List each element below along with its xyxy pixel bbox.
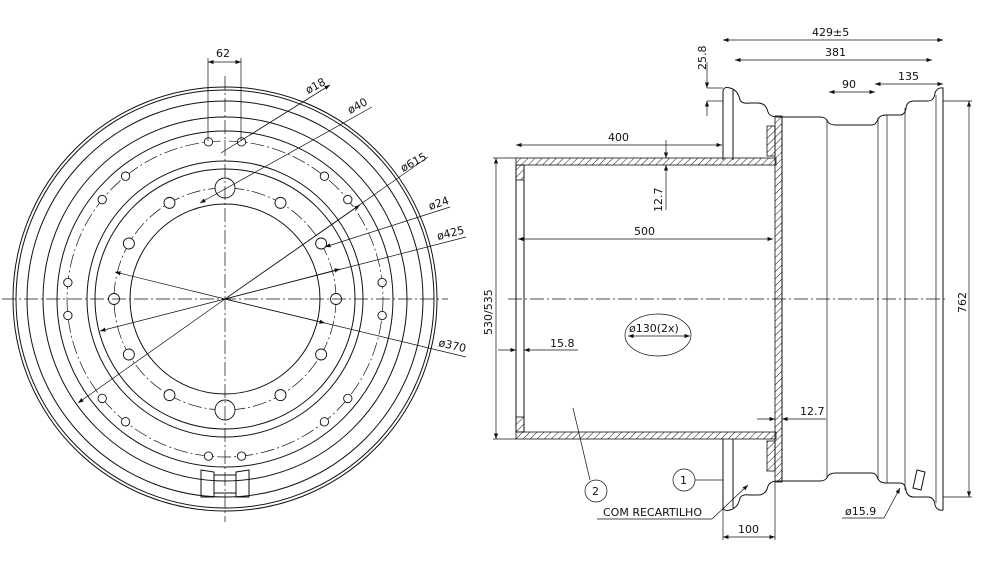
vent-hole-callout bbox=[624, 313, 692, 357]
dim-rim-width: 381 bbox=[825, 46, 846, 59]
dim-wall-thickness-top: 12.7 bbox=[652, 188, 665, 213]
dim-bolt-spacing: 62 bbox=[216, 47, 230, 60]
outer-bolt-holes bbox=[63, 137, 387, 461]
bolt-hole bbox=[343, 194, 353, 205]
dim-inner-hole: ø24 bbox=[427, 194, 451, 213]
balloon-1-label: 1 bbox=[680, 474, 687, 487]
bolt-hole bbox=[63, 310, 73, 321]
dim-ring-thickness: 15.8 bbox=[550, 337, 575, 350]
dim-flange-height: 25.8 bbox=[696, 46, 709, 71]
dim-offset: 100 bbox=[738, 523, 759, 536]
rim-profile bbox=[722, 87, 944, 511]
dim-large-hole: ø40 bbox=[345, 95, 369, 116]
dim-center-bore: ø370 bbox=[437, 336, 467, 355]
dim-vent-holes: ø130(2x) bbox=[629, 322, 679, 335]
inner-hole bbox=[315, 348, 328, 361]
inner-hole bbox=[274, 389, 287, 402]
dim-outer-bolt-circle: ø615 bbox=[398, 150, 429, 174]
side-view: 429±5 381 25.8 90 135 400 12.7 500 530/5… bbox=[482, 26, 972, 540]
hub-wall-bottom bbox=[515, 431, 777, 440]
wheel-disc bbox=[774, 115, 783, 483]
inner-hole bbox=[315, 237, 328, 250]
dim-outer-seat: 135 bbox=[898, 70, 919, 83]
bolt-hole bbox=[236, 137, 247, 147]
bolt-hole bbox=[120, 417, 131, 427]
valve bbox=[912, 469, 926, 491]
bolt-hole bbox=[63, 277, 73, 288]
inner-hole bbox=[274, 196, 287, 209]
inner-hole bbox=[122, 237, 135, 250]
bolt-hole bbox=[377, 277, 387, 288]
bolt-hole bbox=[319, 171, 330, 181]
bolt-hole bbox=[343, 393, 353, 404]
inner-hole bbox=[163, 196, 176, 209]
valve-notch bbox=[200, 469, 250, 498]
dim-hub-length: 400 bbox=[608, 131, 629, 144]
bolt-hole bbox=[236, 451, 247, 461]
inner-hole bbox=[163, 389, 176, 402]
bolt-hole bbox=[97, 194, 107, 205]
bolt-hole bbox=[203, 137, 214, 147]
dim-well-width: 90 bbox=[842, 78, 856, 91]
balloon-2-label: 2 bbox=[592, 485, 599, 498]
inner-hole bbox=[122, 348, 135, 361]
bolt-hole bbox=[97, 393, 107, 404]
dim-disc-thickness: 12.7 bbox=[800, 405, 825, 418]
hub-wall-top bbox=[515, 157, 777, 166]
bolt-hole bbox=[319, 417, 330, 427]
dim-hub-inner-length: 500 bbox=[634, 225, 655, 238]
inner-bolt-holes bbox=[108, 177, 342, 421]
dim-rim-diameter: 762 bbox=[956, 292, 969, 313]
front-view: 62 ø18 ø40 ø615 ø24 ø425 ø370 bbox=[2, 47, 467, 522]
bolt-hole bbox=[120, 171, 131, 181]
bolt-hole bbox=[377, 310, 387, 321]
dim-inner-bolt-circle: ø425 bbox=[436, 224, 466, 243]
note-knurl: COM RECARTILHO bbox=[603, 506, 702, 519]
dim-overall-width: 429±5 bbox=[812, 26, 849, 39]
balloon-2 bbox=[584, 479, 608, 503]
dim-small-hole: ø18 bbox=[303, 75, 327, 96]
dim-valve-hole: ø15.9 bbox=[845, 505, 876, 518]
dim-hub-diameter: 530/535 bbox=[482, 289, 495, 335]
bolt-hole bbox=[203, 451, 214, 461]
